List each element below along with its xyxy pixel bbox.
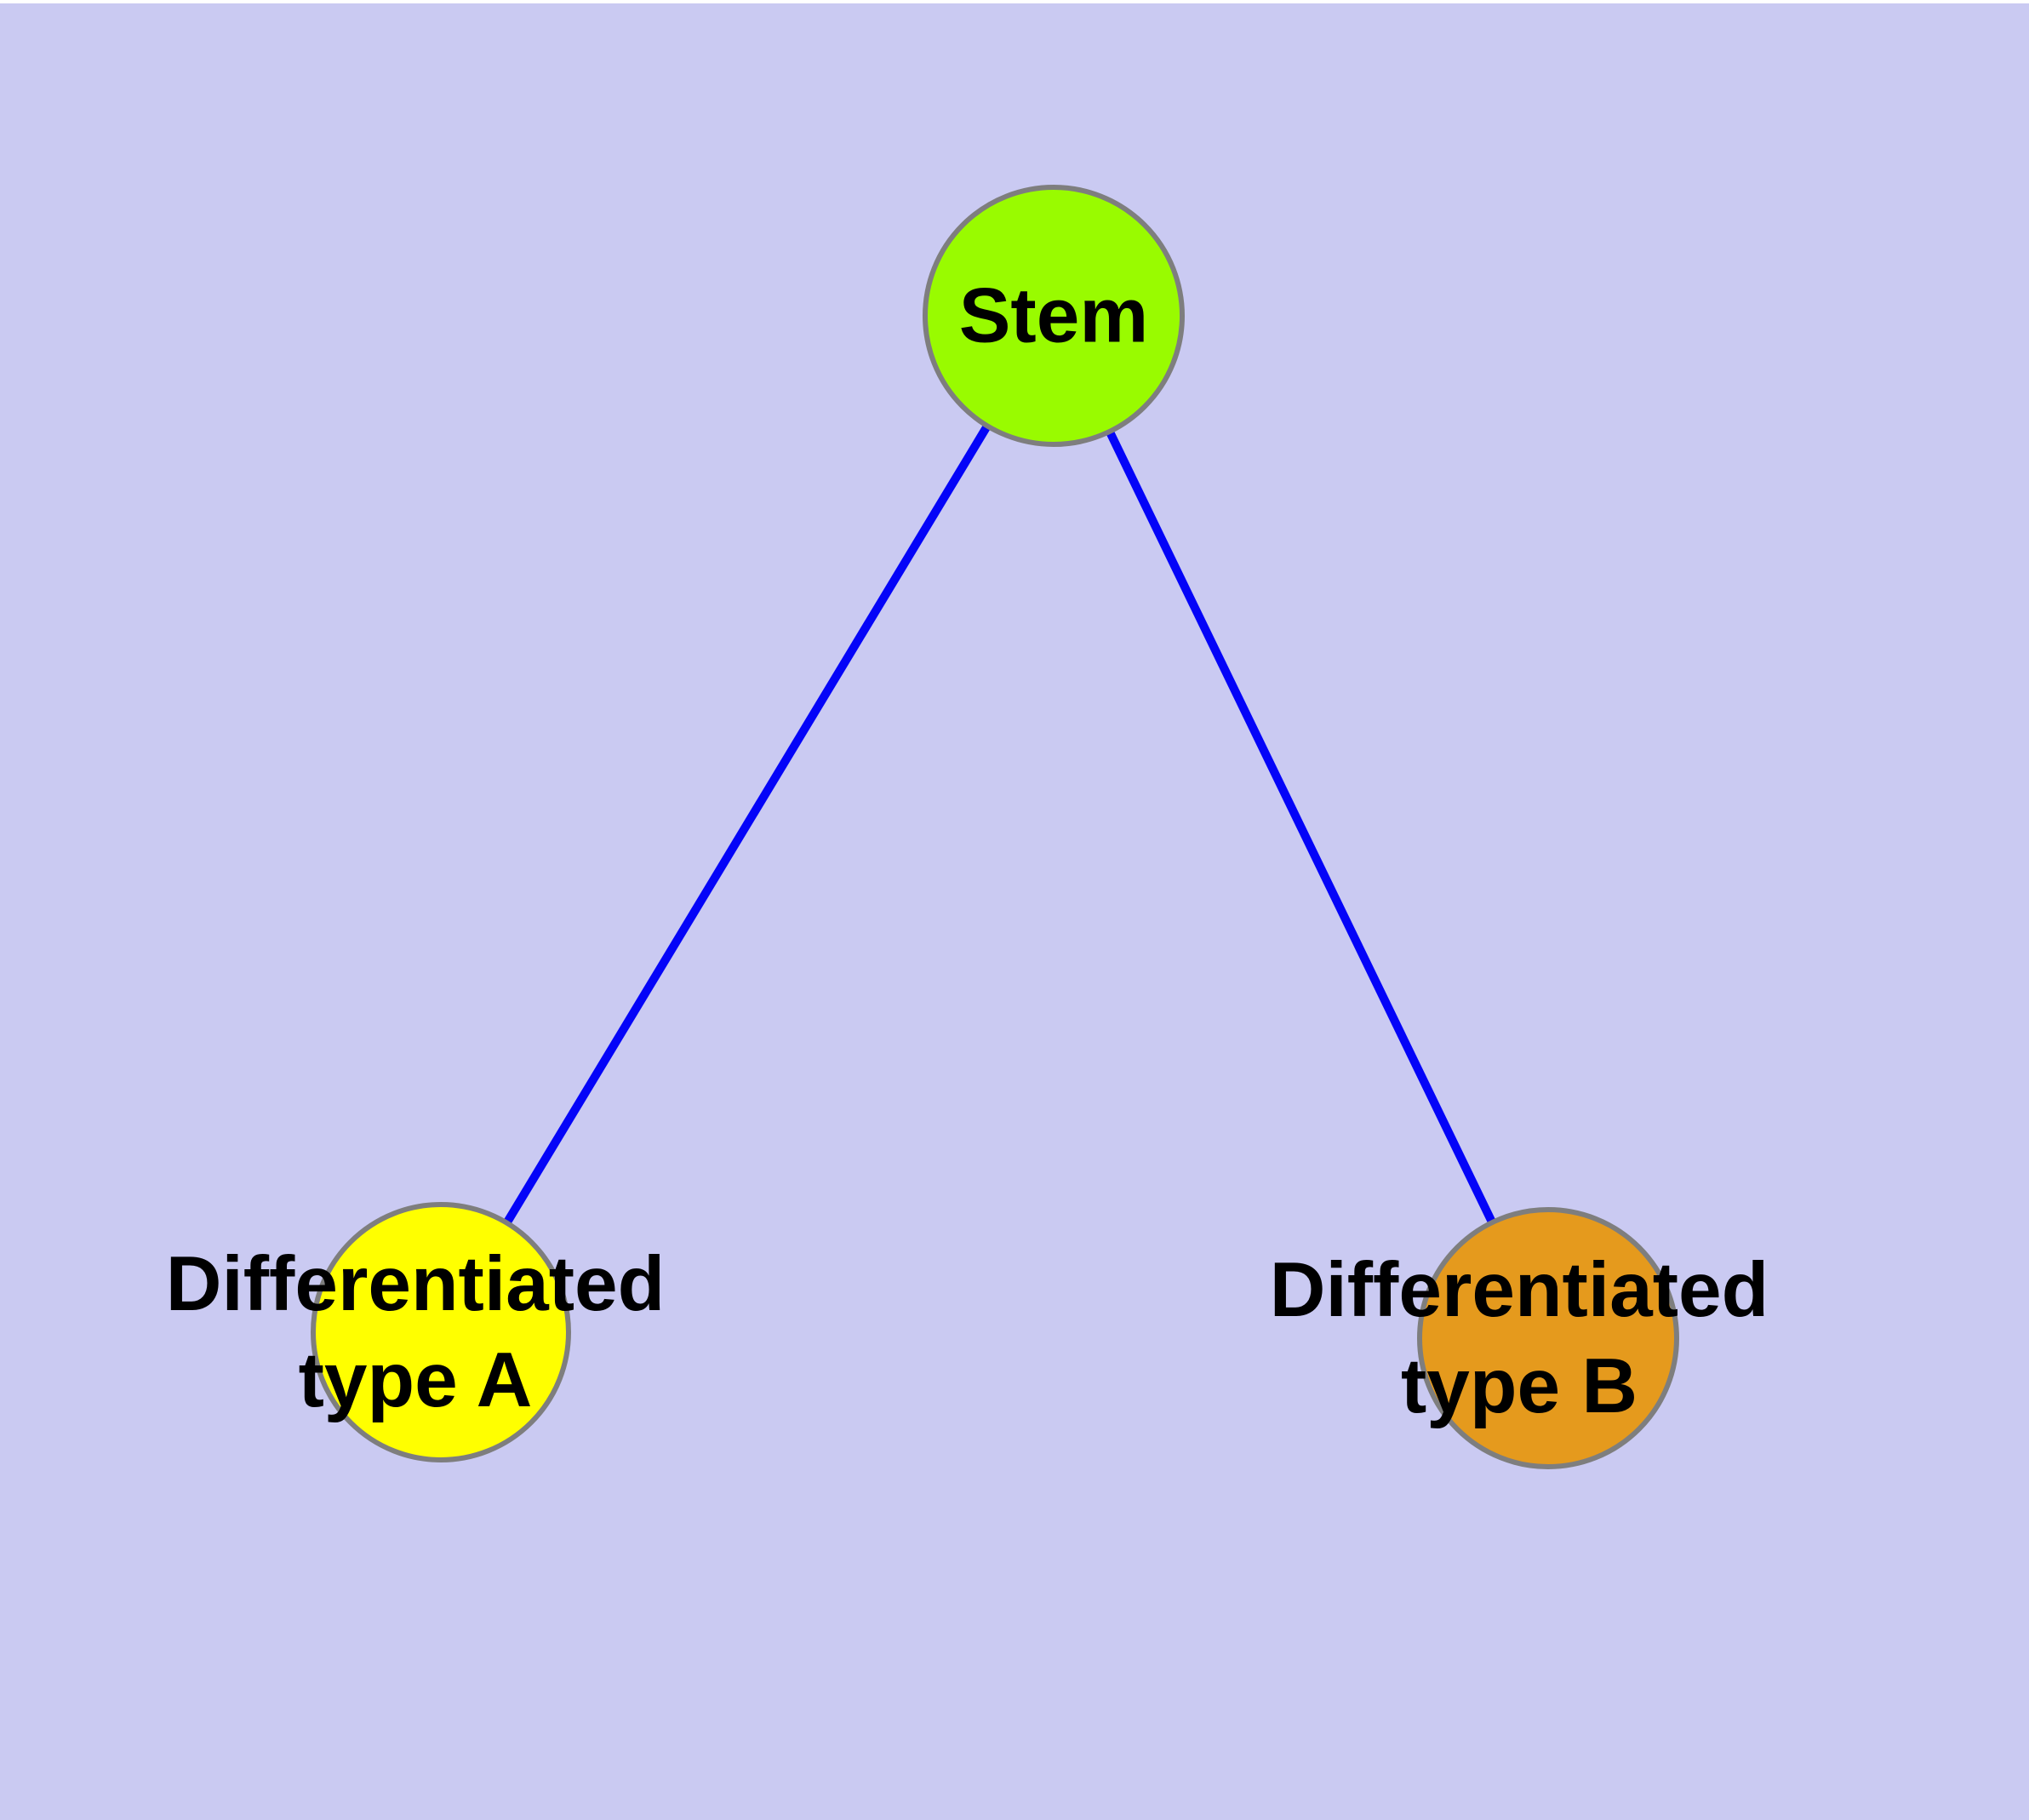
top-margin [0,0,2029,3]
node-label-line: type B [1400,1343,1638,1429]
node-label-differentiated-type-a: Differentiated type A [166,1236,666,1428]
node-label-differentiated-type-b: Differentiated type B [1270,1242,1769,1434]
node-label-line: Stem [958,272,1149,359]
node-label-line: type A [298,1337,533,1423]
node-label-line: Differentiated [1269,1247,1769,1333]
node-differentiated-type-a [311,1202,571,1462]
node-label-stem: Stem [959,268,1149,364]
node-stem [923,185,1185,447]
node-label-line: Differentiated [165,1241,666,1327]
edge-stem-differentiated-type-a [437,313,1058,1335]
edge-stem-differentiated-type-b [1049,313,1552,1341]
node-differentiated-type-b [1417,1207,1679,1469]
